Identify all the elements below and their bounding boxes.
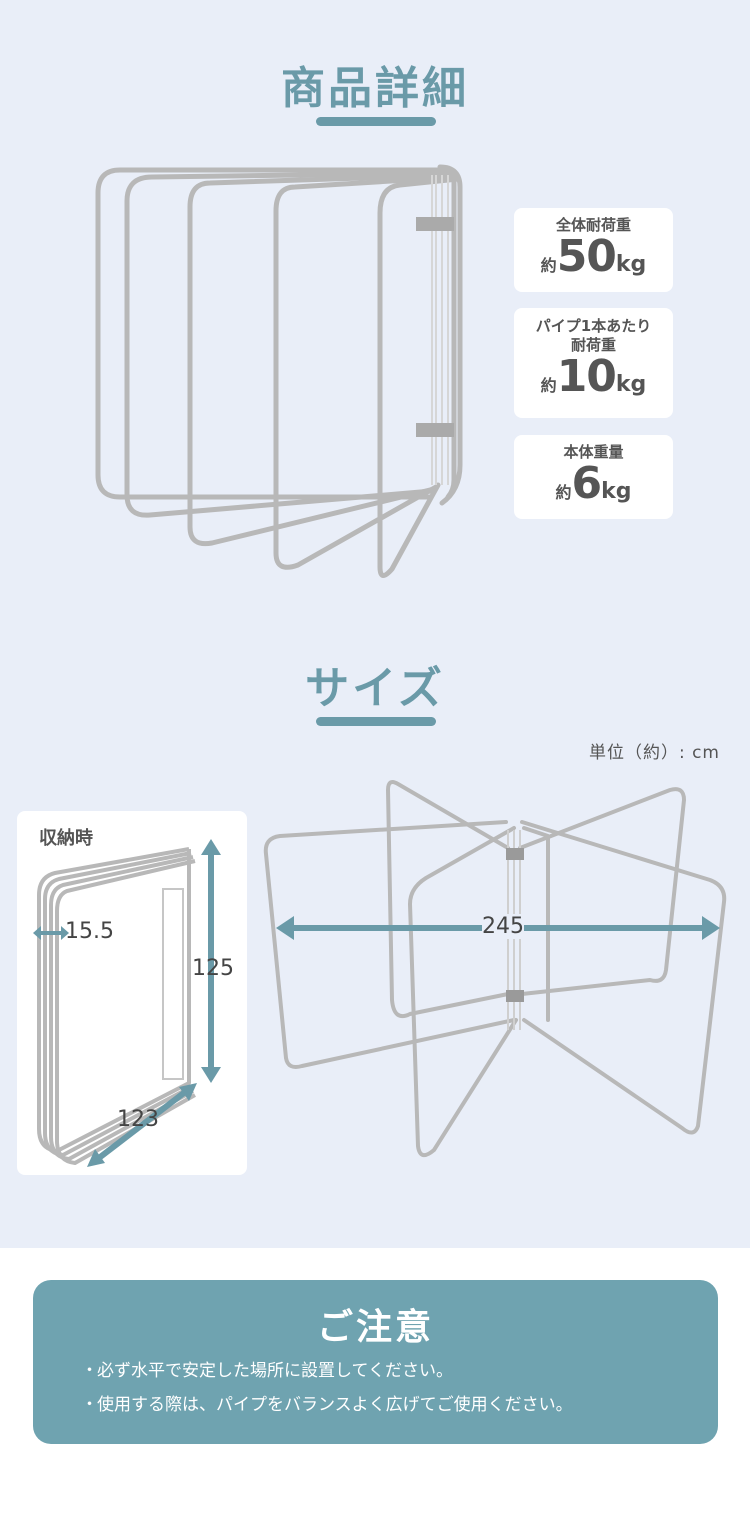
- drying-rack-folded-image: [95, 164, 463, 578]
- spec-label: 耐荷重: [570, 336, 616, 354]
- open-width-label: 245: [482, 914, 524, 939]
- storage-label: 収納時: [39, 828, 93, 849]
- spec-value-row: 約10kg: [514, 355, 673, 399]
- caution-item-text: 使用する際は、パイプをバランスよく広げてご使用ください。: [97, 1395, 573, 1415]
- bullet: ・: [81, 1361, 98, 1381]
- caution-item: ・使用する際は、パイプをバランスよく広げてご使用ください。: [81, 1390, 573, 1415]
- caution-box: ご注意 ・必ず水平で安定した場所に設置してください。 ・使用する際は、パイプをバ…: [33, 1280, 718, 1444]
- caution-item: ・必ず水平で安定した場所に設置してください。: [81, 1356, 453, 1381]
- folded-height-arrow: [201, 839, 221, 1083]
- spec-number: 6: [571, 458, 603, 509]
- spec-value-row: 約50kg: [514, 235, 673, 279]
- spec-label: 全体耐荷重: [555, 216, 631, 234]
- spec-card-per-pipe-load: パイプ1本あたり 耐荷重 約10kg: [514, 308, 673, 418]
- caution-title: ご注意: [316, 1307, 434, 1348]
- spec-prefix: 約: [540, 256, 557, 275]
- folded-depth-label: 15.5: [65, 919, 114, 944]
- folded-height-label: 125: [192, 956, 234, 981]
- drying-rack-open-image: [263, 780, 727, 1158]
- spec-unit: kg: [615, 372, 647, 397]
- spec-number: 10: [556, 351, 617, 402]
- spec-card-body-weight: 本体重量 約6kg: [514, 435, 673, 519]
- spec-label: 本体重量: [563, 443, 624, 461]
- unit-note: 単位（約）: cm: [588, 743, 720, 763]
- storage-dimension-card: 収納時 15.5 125 123: [17, 811, 247, 1175]
- details-title-underline: [316, 117, 436, 126]
- size-title: サイズ: [305, 663, 445, 714]
- spec-unit: kg: [615, 252, 647, 277]
- spec-prefix: 約: [540, 376, 557, 395]
- spec-label: パイプ1本あたり: [535, 317, 652, 335]
- folded-width-arrow: [87, 1083, 197, 1167]
- spec-value-row: 約6kg: [514, 462, 673, 506]
- spec-prefix: 約: [555, 483, 572, 502]
- size-title-underline: [316, 717, 436, 726]
- details-title: 商品詳細: [281, 63, 469, 114]
- folded-rack-image: [37, 847, 196, 1165]
- caution-item-text: 必ず水平で安定した場所に設置してください。: [97, 1361, 453, 1381]
- spec-number: 50: [556, 231, 617, 282]
- spec-unit: kg: [601, 479, 632, 504]
- bullet: ・: [81, 1395, 98, 1415]
- folded-depth-arrow: [33, 926, 69, 940]
- spec-card-total-load: 全体耐荷重 約50kg: [514, 208, 673, 292]
- folded-width-label: 123: [117, 1107, 159, 1132]
